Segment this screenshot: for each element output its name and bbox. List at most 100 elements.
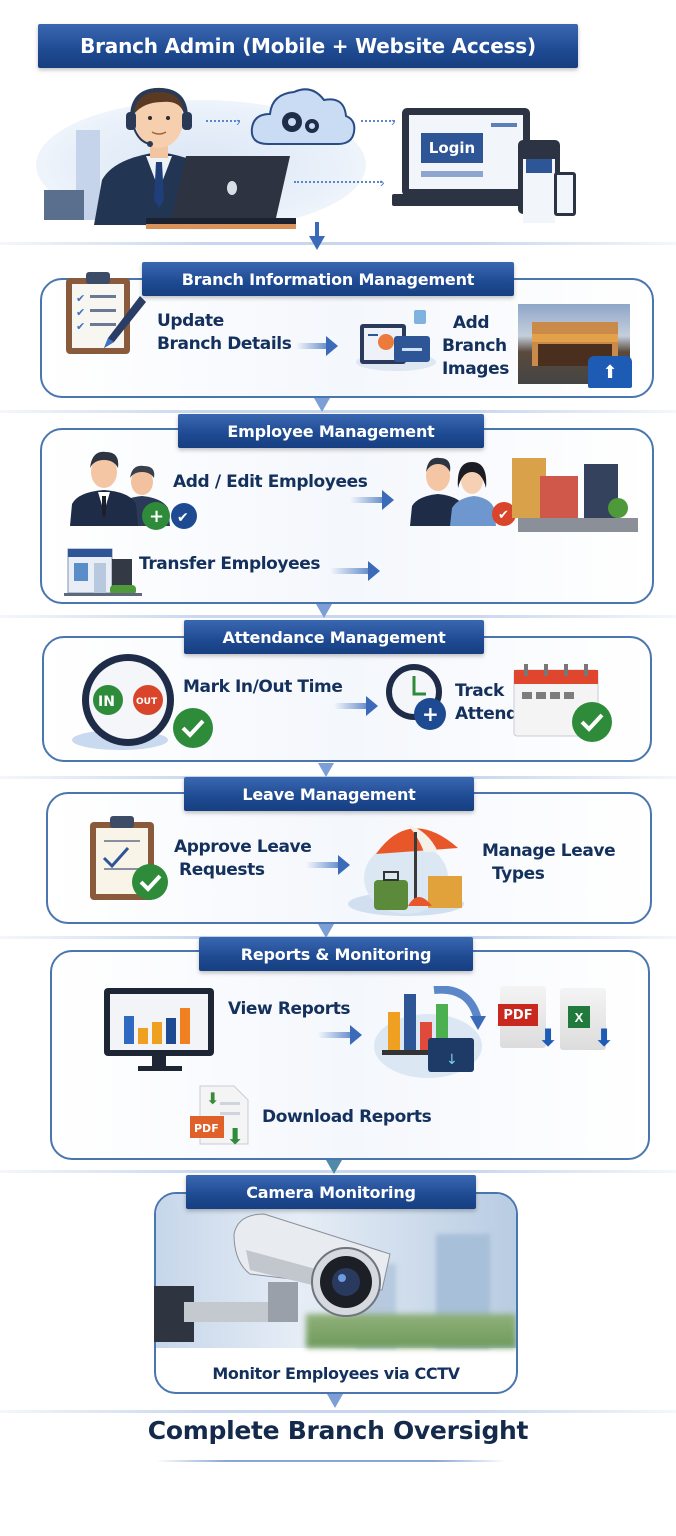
admin-person-icon [94,87,224,225]
label-line: Download Reports [262,1107,432,1127]
connector-arrow-icon [326,1160,342,1174]
flow-arrow [306,855,350,875]
vacation-luggage-umbrella-icon [348,824,464,916]
label-line: Monitor Employees via CCTV [212,1364,460,1383]
svg-text:✔: ✔ [76,320,85,333]
header-illustration: › › › Login [36,80,596,230]
label-line: Manage Leave [482,841,616,861]
pdf-badge: PDF [498,1004,538,1026]
connector-arrow-icon [314,398,330,412]
login-label: Login [428,139,476,157]
flow-arrow [318,1025,362,1045]
svg-text:+: + [149,506,164,527]
pdf-document-download-icon: ⬇ PDF ⬇ [190,1085,249,1150]
excel-file-download-icon: X ⬇ [560,988,614,1052]
cctv-camera-icon [154,1213,391,1342]
camera-panel [154,1192,518,1394]
label-line: Track [455,681,504,701]
download-arrow-icon: ⬇ [594,1025,615,1052]
approve-leave-requests-label: Approve Leave Requests [174,836,312,882]
transfer-employees-label: Transfer Employees [139,553,321,576]
flow-arrow [330,561,380,581]
cloud-gears-icon [250,88,356,145]
divider-line [0,1410,676,1413]
mark-in-out-time-label: Mark In/Out Time [183,676,343,699]
label-line: Mark In/Out Time [183,677,343,697]
monitor-employees-cctv-label: Monitor Employees via CCTV [154,1362,518,1385]
label-line: Add / Edit Employees [173,472,368,492]
pdf-file-download-icon: PDF ⬇ [498,986,558,1052]
svg-text:✔: ✔ [76,306,85,319]
upload-images-icon [356,310,436,371]
clock-plus-icon: + [386,664,446,730]
manage-leave-types-label: Manage Leave Types [482,840,616,886]
branch-shop-icon [64,548,142,596]
add-edit-employees-label: Add / Edit Employees [173,471,368,494]
section-banner-attendance: Attendance Management [184,620,484,654]
section-title: Leave Management [242,784,416,804]
laptop-icon [146,156,296,229]
down-arrow-shaft [315,222,319,238]
phone-icon [554,172,576,216]
flow-arrow [296,336,338,356]
label-line: Approve Leave [174,837,312,857]
svg-text:⬇: ⬇ [226,1125,244,1150]
footer-underline [156,1460,506,1462]
svg-text:⬇: ⬇ [206,1089,219,1108]
download-arrow-icon: ⬇ [538,1025,559,1052]
arrow-head-icon: › [236,114,241,129]
dotted-arrow [361,120,395,122]
clipboard-pencil-icon: ✔ ✔ ✔ [66,272,146,354]
bar-chart-download-icon: ↓ [374,986,486,1078]
label-line: Add [452,313,490,333]
label-line: Transfer Employees [139,554,321,574]
calendar-check-icon [513,664,612,742]
dotted-arrow [294,181,382,183]
pdf-label: PDF [503,1007,533,1023]
svg-text:+: + [422,702,439,726]
connector-arrow-icon [316,604,332,618]
monitor-chart-icon [104,988,214,1071]
label-line: Branch Details [157,334,292,354]
divider-line [0,615,676,618]
label-line: Images [442,359,509,379]
employees-group-icon: + ✔ [70,451,197,530]
flow-arrow [334,696,378,716]
footer-title: Complete Branch Oversight [147,1416,529,1445]
main-title: Branch Admin (Mobile + Website Access) [80,34,536,58]
excel-badge: X [568,1006,590,1028]
connector-arrow-icon [327,1394,343,1408]
upload-home-icon: ⬆ [588,356,632,388]
arrow-head-icon: › [391,114,396,129]
tablet-icon [518,140,560,223]
section-title: Employee Management [227,421,435,441]
employees-at-branch-icon: ✔ [410,457,638,532]
main-title-banner: Branch Admin (Mobile + Website Access) [38,24,578,68]
download-reports-label: Download Reports [262,1106,432,1129]
svg-text:IN: IN [98,694,115,710]
section-banner-branch-info: Branch Information Management [142,262,514,296]
in-out-clock-icon: IN OUT [72,654,213,750]
laptop-base-icon [392,194,542,206]
monitor-login-screen: Login [402,108,530,196]
section-banner-camera: Camera Monitoring [186,1175,476,1209]
svg-text:✔: ✔ [76,292,85,305]
label-line: Update [157,311,224,331]
section-title: Attendance Management [222,627,446,647]
section-title: Reports & Monitoring [240,944,432,964]
label-line: Types [492,864,545,884]
label-line: View Reports [228,999,351,1019]
desk-cabinet-icon [44,190,84,220]
label-line: Branch [442,336,507,356]
svg-text:PDF: PDF [194,1122,219,1135]
section-banner-leave: Leave Management [184,777,474,811]
view-reports-label: View Reports [228,998,351,1021]
divider-line [0,242,676,245]
arrow-head-icon: › [380,174,385,190]
update-branch-details-label: Update Branch Details [157,310,292,356]
divider-line [0,410,676,413]
add-branch-images-label: Add Branch Images [442,312,509,381]
section-banner-reports: Reports & Monitoring [199,937,473,971]
svg-text:↓: ↓ [446,1052,458,1068]
connector-arrow-icon [318,924,334,938]
